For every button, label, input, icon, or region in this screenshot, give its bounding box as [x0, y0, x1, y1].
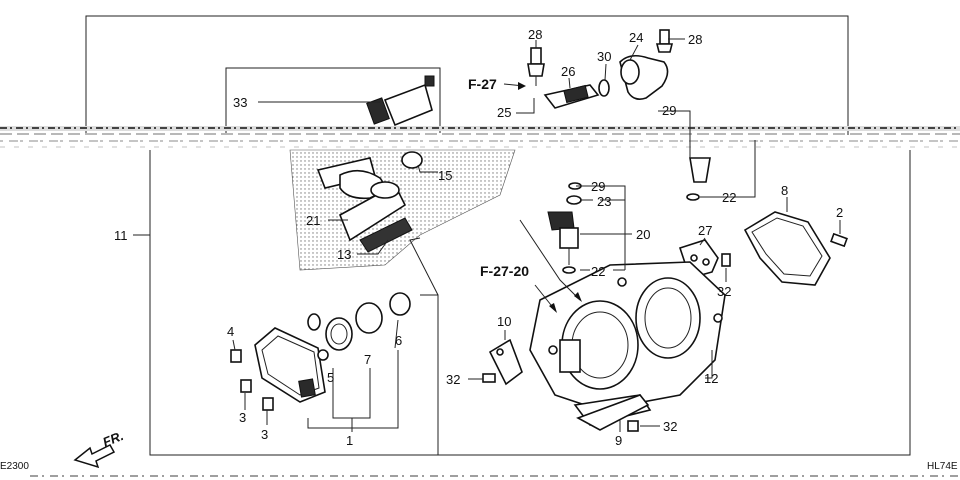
callout-25: 25 — [497, 105, 511, 120]
corner-code-left: E2300 — [0, 461, 29, 472]
corner-code-right: HL74E — [927, 461, 958, 472]
scan-artifact-band — [0, 126, 960, 148]
gasket-assembly — [338, 181, 413, 253]
callout-4: 4 — [227, 324, 234, 339]
callout-33: 33 — [233, 95, 247, 110]
front-arrow — [73, 444, 116, 469]
callout-21: 21 — [306, 213, 320, 228]
top-parts — [527, 29, 674, 109]
callout-9: 9 — [615, 433, 622, 448]
callout-30: 30 — [597, 49, 611, 64]
callout-28b: 28 — [688, 32, 702, 47]
callout-29a: 29 — [662, 103, 676, 118]
ref-f27: F-27 — [468, 76, 497, 92]
bracket-10 — [482, 338, 523, 386]
callout-32a: 32 — [717, 284, 731, 299]
callout-32b: 32 — [446, 372, 460, 387]
callout-2: 2 — [836, 205, 843, 220]
callout-labels: 28 24 28 30 26 25 29 33 15 29 23 22 22 8… — [114, 27, 843, 448]
callout-26: 26 — [561, 64, 575, 79]
callout-23: 23 — [597, 194, 611, 209]
callout-12: 12 — [704, 371, 718, 386]
callout-29b: 29 — [591, 179, 605, 194]
callout-6: 6 — [395, 333, 402, 348]
callout-22a: 22 — [722, 190, 736, 205]
lever-9 — [576, 394, 650, 432]
callout-10: 10 — [497, 314, 511, 329]
callout-27: 27 — [698, 223, 712, 238]
callout-11: 11 — [114, 228, 128, 243]
callout-24: 24 — [629, 30, 643, 45]
callout-32c: 32 — [663, 419, 677, 434]
callout-3a: 3 — [239, 410, 246, 425]
reference-labels: F-27 F-27-20 — [468, 76, 529, 279]
front-marker-label: FR. — [101, 428, 126, 450]
callout-13: 13 — [337, 247, 351, 262]
injector-20 — [547, 157, 711, 274]
callout-20: 20 — [636, 227, 650, 242]
callout-3b: 3 — [261, 427, 268, 442]
frame-lines — [85, 15, 911, 456]
ref-f2720: F-27-20 — [480, 263, 529, 279]
callout-5: 5 — [327, 370, 334, 385]
callout-28a: 28 — [528, 27, 542, 42]
callout-1: 1 — [346, 433, 353, 448]
callout-7: 7 — [364, 352, 371, 367]
callout-15: 15 — [438, 168, 452, 183]
leader-lines — [133, 38, 841, 455]
callout-22b: 22 — [591, 264, 605, 279]
sensor-1 — [230, 292, 411, 411]
upper-left-parts — [316, 75, 435, 200]
reference-arrows — [503, 82, 582, 313]
callout-8: 8 — [781, 183, 788, 198]
